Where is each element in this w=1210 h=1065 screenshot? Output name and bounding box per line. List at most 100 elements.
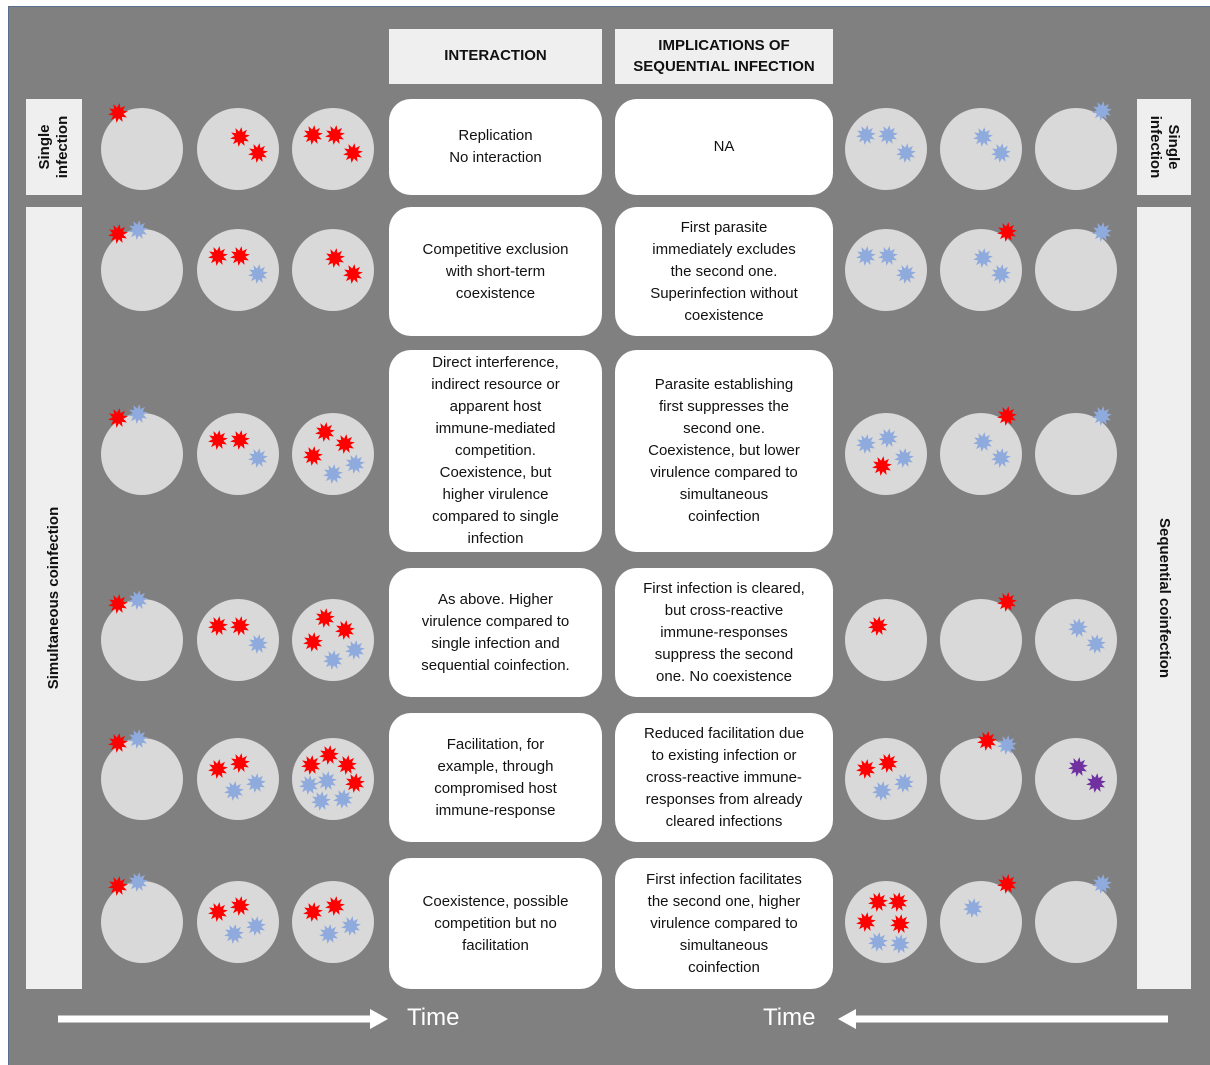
parasite-blue	[894, 448, 914, 468]
parasite-blue	[246, 773, 266, 793]
host-cell-right-r3-c1	[845, 413, 927, 495]
host-cell-right-r5-c3	[1035, 738, 1117, 820]
interaction-box-1: Replication No interaction	[389, 99, 602, 195]
parasite-blue	[311, 791, 331, 811]
parasite-blue	[345, 640, 365, 660]
parasite-red	[315, 422, 335, 442]
parasite-red	[890, 914, 910, 934]
parasite-blue	[973, 432, 993, 452]
parasite-blue	[1086, 634, 1106, 654]
label-simultaneous-coinfection: Simultaneous coinfection	[26, 207, 82, 989]
header-interaction: INTERACTION	[389, 29, 602, 84]
parasite-blue-entering	[1092, 874, 1112, 894]
host-cell-left-r3-c2	[197, 413, 279, 495]
parasite-red	[878, 753, 898, 773]
parasite-blue	[248, 448, 268, 468]
parasite-red-entering	[108, 224, 128, 244]
parasite-red	[343, 143, 363, 163]
parasite-blue	[991, 448, 1011, 468]
parasite-red	[345, 773, 365, 793]
host-cell-right-r5-c1	[845, 738, 927, 820]
host-cell-left-r6-c3	[292, 881, 374, 963]
interaction-box-5: Facilitation, for example, through compr…	[389, 713, 602, 842]
header-implications: IMPLICATIONS OF SEQUENTIAL INFECTION	[615, 29, 833, 84]
parasite-blue	[317, 771, 337, 791]
host-cell-left-r4-c3	[292, 599, 374, 681]
host-cell-right-r4-c3	[1035, 599, 1117, 681]
parasite-red	[230, 246, 250, 266]
parasite-blue	[1068, 618, 1088, 638]
host-cell-left-r1-c2	[197, 108, 279, 190]
parasite-purple	[1086, 773, 1106, 793]
parasite-red	[888, 892, 908, 912]
parasite-blue-entering	[128, 590, 148, 610]
parasite-red-entering	[997, 222, 1017, 242]
parasite-blue	[868, 932, 888, 952]
parasite-red	[208, 246, 228, 266]
parasite-blue	[319, 924, 339, 944]
parasite-red	[208, 759, 228, 779]
host-cell-left-r1-c3	[292, 108, 374, 190]
parasite-blue	[856, 125, 876, 145]
parasite-red-entering	[108, 733, 128, 753]
host-cell-left-r5-c2	[197, 738, 279, 820]
parasite-blue	[224, 924, 244, 944]
parasite-red	[325, 896, 345, 916]
parasite-blue	[894, 773, 914, 793]
parasite-blue-entering	[128, 729, 148, 749]
parasite-red	[230, 753, 250, 773]
parasite-red	[248, 143, 268, 163]
host-cell-left-r5-c1	[101, 738, 183, 820]
host-cell-left-r6-c2	[197, 881, 279, 963]
parasite-blue	[323, 464, 343, 484]
implication-box-3: Parasite establishing first suppresses t…	[615, 350, 833, 552]
parasite-red	[303, 125, 323, 145]
implication-box-4: First infection is cleared, but cross-re…	[615, 568, 833, 697]
parasite-blue	[856, 434, 876, 454]
host-cell-left-r3-c1	[101, 413, 183, 495]
parasite-blue	[890, 934, 910, 954]
label-single-infection-right: Single infection	[1137, 99, 1191, 195]
host-cell-right-r1-c3	[1035, 108, 1117, 190]
parasite-blue	[963, 898, 983, 918]
time-label-left: Time	[407, 1004, 460, 1031]
implication-box-5: Reduced facilitation due to existing inf…	[615, 713, 833, 842]
interaction-box-2: Competitive exclusion with short-term co…	[389, 207, 602, 336]
parasite-red	[208, 430, 228, 450]
host-cell-left-r3-c3	[292, 413, 374, 495]
parasite-red-entering	[108, 876, 128, 896]
parasite-blue-entering	[1092, 101, 1112, 121]
parasite-red	[325, 125, 345, 145]
host-cell-right-r4-c2	[940, 599, 1022, 681]
parasite-blue-entering	[1092, 222, 1112, 242]
parasite-red	[335, 620, 355, 640]
parasite-red	[230, 430, 250, 450]
host-cell-left-r4-c1	[101, 599, 183, 681]
parasite-red-entering	[977, 731, 997, 751]
parasite-blue	[345, 454, 365, 474]
parasite-red	[208, 616, 228, 636]
parasite-blue	[333, 789, 353, 809]
parasite-red	[337, 755, 357, 775]
interaction-box-3: Direct interference, indirect resource o…	[389, 350, 602, 552]
parasite-red	[303, 902, 323, 922]
parasite-purple	[1068, 757, 1088, 777]
parasite-blue	[991, 143, 1011, 163]
parasite-blue-entering	[128, 872, 148, 892]
parasite-red	[872, 456, 892, 476]
parasite-red-entering	[108, 103, 128, 123]
parasite-red	[868, 616, 888, 636]
parasite-blue	[299, 775, 319, 795]
host-cell-left-r2-c1	[101, 229, 183, 311]
host-cell-right-r4-c1	[845, 599, 927, 681]
parasite-blue	[248, 634, 268, 654]
parasite-blue	[878, 428, 898, 448]
parasite-blue	[224, 781, 244, 801]
arrow-left	[838, 1009, 1168, 1029]
parasite-red-entering	[997, 592, 1017, 612]
parasite-red-entering	[997, 406, 1017, 426]
host-cell-right-r5-c2	[940, 738, 1022, 820]
parasite-red-entering	[108, 408, 128, 428]
